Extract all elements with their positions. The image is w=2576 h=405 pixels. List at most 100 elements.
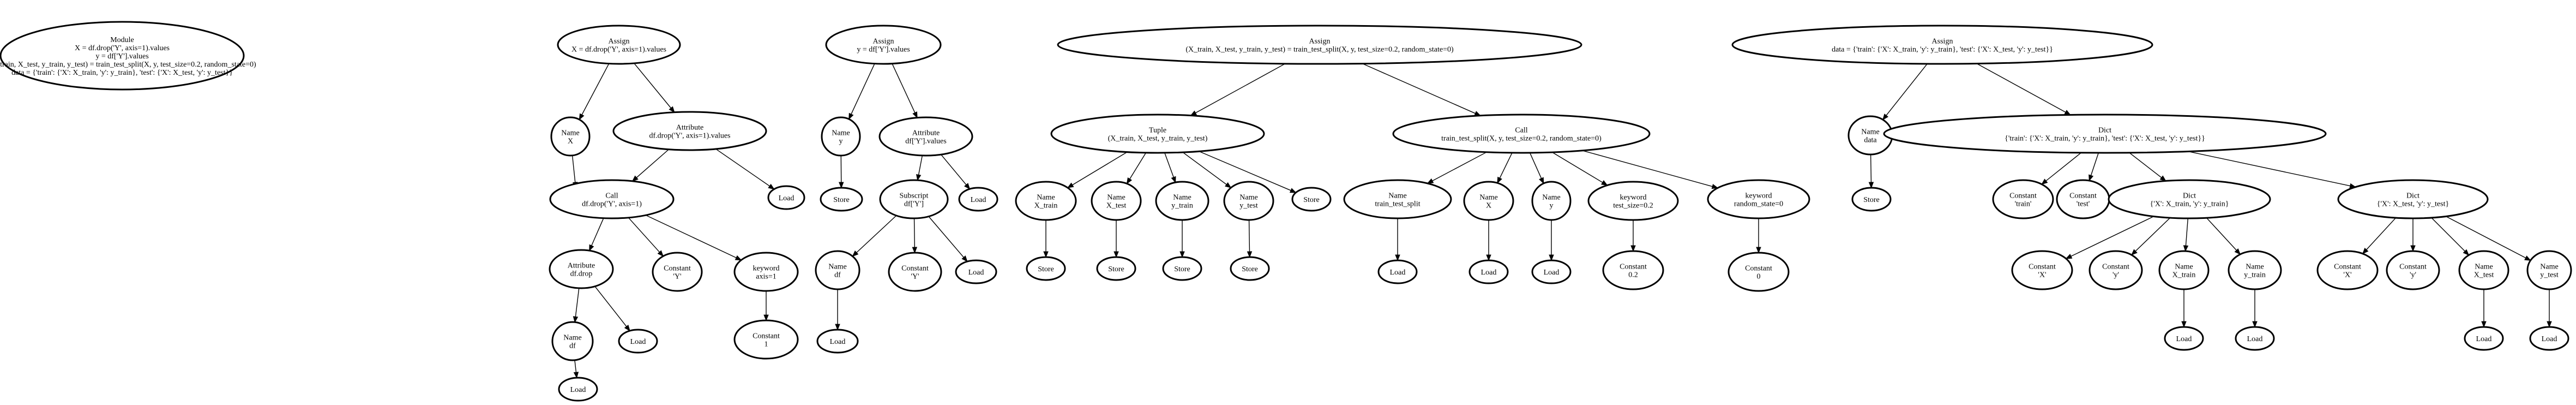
arrowhead [2252,321,2258,328]
node-code-label: (X_train, X_test, y_train, y_test) = tra… [0,61,256,69]
arrowhead [1395,254,1400,261]
arrowhead [1601,180,1608,186]
edge-n-ytest-to-s-ytest [1248,219,1250,252]
node-code-label: y_test [1239,202,1258,210]
node-type-label: Load [968,269,984,277]
node-ellipse [1096,256,1136,281]
node-c-y-a: Constant'y' [2089,250,2143,290]
arrowhead [1225,182,1232,188]
arrowhead [1549,254,1554,261]
arrowhead [2481,321,2487,328]
node-ellipse [1587,181,1679,221]
edge-tuple-to-n-ytest [1182,152,1227,185]
node-type-label: Store [833,196,850,204]
node-code-label: df['Y'] [904,200,924,209]
node-code-label: {'train': {'X': X_train, 'y': y_train}, … [2005,135,2205,143]
arrowhead [735,255,742,261]
node-ellipse [821,116,861,157]
node-type-label: Load [630,338,646,346]
node-type-label: Constant [2009,192,2037,200]
node-type-label: Name [2540,263,2558,271]
edge-dict-train-to-n-xtrain2 [2185,218,2189,246]
node-ellipse [2464,326,2504,351]
arrowhead [1179,251,1185,258]
node-code-label: y [1550,202,1554,210]
node-s-tuple: Store [1291,187,1332,212]
node-code-label: (X_train, X_test, y_train, y_test) = tra… [1185,46,1454,54]
node-type-label: Name [1173,194,1191,202]
arrowhead [624,324,630,332]
node-code-label: df [569,342,576,350]
node-ellipse [549,179,675,219]
arrowhead [835,324,840,331]
node-ellipse [1707,179,1810,219]
node-code-label: data [1864,136,1877,145]
node-code-label: test_size=0.2 [1613,202,1653,210]
node-code-label: 0.2 [1628,271,1638,279]
node-assign3: Assign(X_train, X_test, y_train, y_test)… [1057,25,1582,65]
node-code-label: X [568,138,573,146]
node-type-label: Constant [2029,263,2056,271]
node-ellipse [1223,181,1274,221]
node-l-x2: Load [1468,259,1509,284]
node-ellipse [1015,181,1077,221]
arrowhead [2041,178,2048,185]
arrowhead [2524,255,2531,261]
node-type-label: Call [1515,127,1527,135]
arrowhead [589,244,594,252]
arrowhead [2234,248,2241,255]
node-code-label: X = df.drop('Y', axis=1).values [571,46,666,54]
arrowhead [763,314,769,321]
arrowhead [2547,321,2552,328]
node-code-label: 'X' [2038,271,2046,279]
node-ellipse [767,185,805,210]
node-l-ytest2: Load [2529,326,2569,351]
node-ellipse [2337,179,2489,219]
node-type-label: Constant [2102,263,2129,271]
arrowhead [2463,249,2470,256]
arrowhead [1630,245,1636,252]
node-store-y: Store [820,187,863,212]
node-type-label: Name [563,334,581,342]
node-code-label: {'X': X_test, 'y': y_test} [2377,200,2449,209]
node-s-xtest: Store [1096,256,1136,281]
edge-dict-train-to-c-y-a [2135,217,2171,252]
node-code-label: X_train [2172,271,2196,279]
edge-name-df1-to-load-df1 [574,360,577,373]
edge-attr-drop-to-load-ad [594,286,627,327]
node-ellipse [2108,179,2271,219]
node-type-label: Name [2475,263,2493,271]
edge-tuple-to-n-ytrain [1164,152,1174,178]
node-type-label: Name [2246,263,2264,271]
node-ellipse [551,321,594,361]
node-type-label: Load [2476,335,2492,343]
node-ellipse [1291,187,1332,212]
node-ellipse [618,329,658,354]
node-type-label: Name [561,129,579,138]
arrowhead [1126,177,1133,184]
node-type-label: Attribute [676,124,704,132]
node-type-label: Load [1544,269,1560,277]
node-ellipse [1531,181,1572,221]
node-code-label: y_test [2540,271,2559,279]
node-type-label: Load [1390,269,1406,277]
node-type-label: Load [1481,269,1497,277]
arrowhead [1067,182,1074,188]
node-ellipse [549,249,614,289]
node-type-label: Attribute [568,262,595,270]
edge-dict-outer-to-dict-test [2188,151,2351,187]
node-code-label: 0 [1757,273,1761,281]
node-type-label: Name [2175,263,2193,271]
node-type-label: Store [1038,265,1054,273]
edge-call-tts-to-n-x2 [1499,152,1513,178]
edge-dict-outer-to-c-train [2045,152,2081,181]
arrowhead [838,182,844,189]
